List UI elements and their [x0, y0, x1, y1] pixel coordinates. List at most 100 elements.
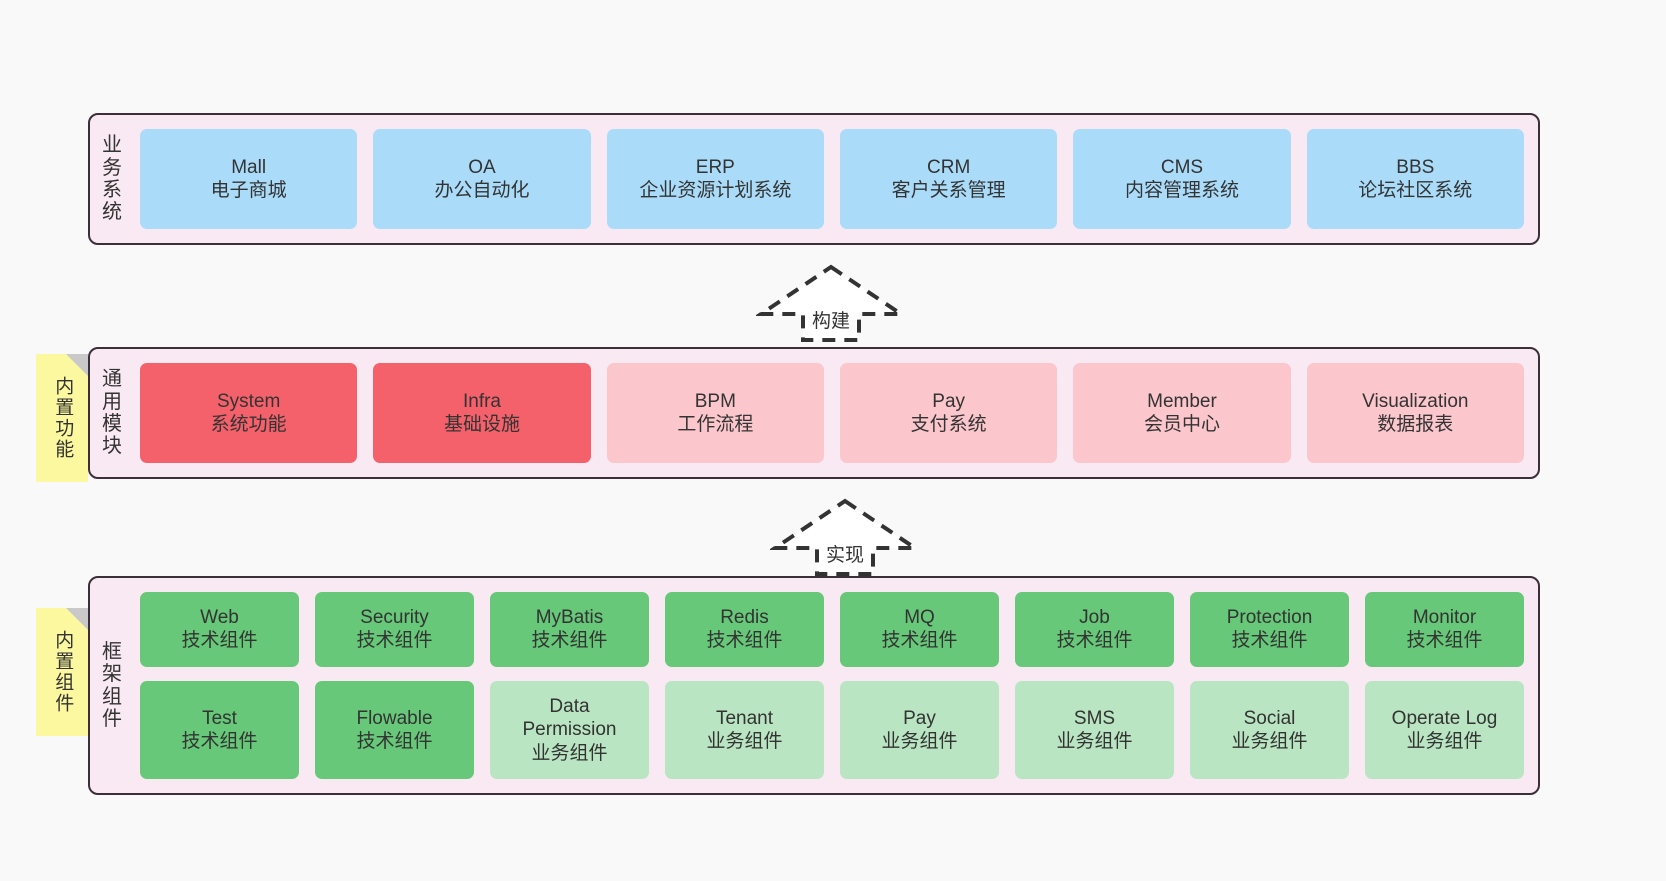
card-bbs[interactable]: BBS 论坛社区系统 — [1306, 129, 1524, 229]
card-test[interactable]: Test 技术组件 — [140, 680, 299, 780]
layer-business-systems: 业务系统 Mall 电子商城 OA 办公自动化 ERP 企业资源计划系统 CRM… — [88, 113, 1540, 245]
card-protection[interactable]: Protection 技术组件 — [1190, 592, 1349, 667]
arrow-build-shape — [756, 264, 906, 342]
card-subtitle: 业务组件 — [1406, 730, 1483, 752]
card-security[interactable]: Security 技术组件 — [315, 592, 474, 667]
card-subtitle: 业务组件 — [531, 742, 608, 764]
card-title: Protection — [1226, 607, 1313, 629]
note-fold-icon — [66, 354, 88, 376]
card-subtitle: 技术组件 — [531, 630, 608, 652]
card-subtitle: 客户关系管理 — [891, 180, 1006, 201]
card-subtitle: 论坛社区系统 — [1358, 180, 1473, 201]
card-web[interactable]: Web 技术组件 — [140, 592, 299, 667]
card-subtitle: 工作流程 — [677, 414, 754, 435]
card-subtitle: 基础设施 — [443, 414, 520, 435]
layer-body-business-systems: Mall 电子商城 OA 办公自动化 ERP 企业资源计划系统 CRM 客户关系… — [134, 115, 1538, 243]
card-title: BPM — [694, 390, 736, 412]
layer-title-char: 块 — [102, 435, 122, 458]
card-subtitle: 电子商城 — [210, 180, 287, 201]
card-subtitle: 技术组件 — [356, 730, 433, 752]
card-subtitle: 技术组件 — [181, 730, 258, 752]
card-mq[interactable]: MQ 技术组件 — [840, 592, 999, 667]
card-mybatis[interactable]: MyBatis 技术组件 — [490, 592, 649, 667]
card-subtitle: 技术组件 — [181, 630, 258, 652]
card-title: Pay — [903, 707, 936, 729]
card-erp[interactable]: ERP 企业资源计划系统 — [606, 129, 824, 229]
card-title: Visualization — [1362, 390, 1469, 412]
layer-title-char: 模 — [102, 413, 122, 435]
card-title: SMS — [1073, 707, 1116, 729]
card-bpm[interactable]: BPM 工作流程 — [606, 363, 824, 463]
card-subtitle: 技术组件 — [706, 630, 783, 652]
card-subtitle: 技术组件 — [356, 630, 433, 652]
card-title: Operate Log — [1391, 707, 1498, 729]
layer-title-char: 框 — [102, 640, 122, 663]
card-pay[interactable]: Pay 支付系统 — [839, 363, 1058, 463]
card-title: Redis — [720, 607, 769, 629]
card-title: Job — [1079, 607, 1110, 629]
card-visualization[interactable]: Visualization 数据报表 — [1306, 363, 1524, 463]
card-tenant[interactable]: Tenant 业务组件 — [665, 680, 824, 780]
card-title: Flowable — [356, 707, 433, 729]
card-title: Member — [1147, 390, 1217, 412]
card-title: BBS — [1396, 156, 1435, 178]
card-row: Mall 电子商城 OA 办公自动化 ERP 企业资源计划系统 CRM 客户关系… — [140, 129, 1524, 229]
card-system[interactable]: System 系统功能 — [140, 363, 358, 463]
card-subtitle: 办公自动化 — [434, 180, 530, 201]
card-redis[interactable]: Redis 技术组件 — [665, 592, 824, 667]
card-title: OA — [468, 156, 496, 178]
arrow-build: 构建 — [756, 262, 906, 344]
arrow-implement: 实现 — [770, 496, 920, 578]
card-social[interactable]: Social 业务组件 — [1190, 680, 1349, 780]
note-fold-icon — [66, 608, 88, 630]
card-subtitle: 技术组件 — [1406, 630, 1483, 652]
card-subtitle: 会员中心 — [1143, 414, 1220, 435]
card-title: Mall — [231, 156, 267, 178]
card-oa[interactable]: OA 办公自动化 — [373, 129, 591, 229]
note-text: 内置功能 — [52, 376, 74, 460]
layer-body-framework-components: Web 技术组件 Security 技术组件 MyBatis 技术组件 Redi… — [134, 578, 1538, 793]
card-subtitle: 数据报表 — [1377, 414, 1454, 435]
layer-title-framework-components: 框架组件 — [90, 578, 134, 793]
layer-title-char: 通 — [102, 368, 122, 391]
card-subtitle: 支付系统 — [910, 414, 987, 435]
card-member[interactable]: Member 会员中心 — [1073, 363, 1291, 463]
arrow-implement-shape — [770, 498, 920, 576]
card-title-cont: Permission — [522, 719, 617, 741]
card-monitor[interactable]: Monitor 技术组件 — [1365, 592, 1524, 667]
card-sms[interactable]: SMS 业务组件 — [1015, 680, 1174, 780]
card-title: Pay — [932, 390, 966, 412]
card-subtitle: 技术组件 — [1056, 630, 1133, 652]
card-cms[interactable]: CMS 内容管理系统 — [1073, 129, 1291, 229]
card-pay-component[interactable]: Pay 业务组件 — [840, 680, 999, 780]
card-title: Data — [549, 696, 590, 718]
layer-title-char: 用 — [102, 390, 122, 413]
card-title: Security — [360, 607, 429, 629]
layer-title-char: 统 — [102, 201, 122, 224]
card-mall[interactable]: Mall 电子商城 — [140, 129, 358, 229]
note-text: 内置组件 — [52, 630, 74, 714]
card-crm[interactable]: CRM 客户关系管理 — [839, 129, 1058, 229]
card-title: Web — [200, 607, 239, 629]
card-subtitle: 技术组件 — [1231, 630, 1308, 652]
card-infra[interactable]: Infra 基础设施 — [373, 363, 591, 463]
card-title: MQ — [904, 607, 935, 629]
card-job[interactable]: Job 技术组件 — [1015, 592, 1174, 667]
card-title: Social — [1243, 707, 1296, 729]
card-title: Monitor — [1412, 607, 1477, 629]
note-builtin-features: 内置功能 — [36, 354, 88, 482]
card-subtitle: 企业资源计划系统 — [639, 180, 792, 201]
card-flowable[interactable]: Flowable 技术组件 — [315, 680, 474, 780]
layer-title-char: 务 — [102, 156, 122, 179]
layer-title-char: 架 — [102, 663, 122, 686]
card-subtitle: 系统功能 — [210, 414, 287, 435]
card-subtitle: 业务组件 — [1056, 730, 1133, 752]
layer-title-common-modules: 通用模块 — [90, 349, 134, 477]
card-row: System 系统功能 Infra 基础设施 BPM 工作流程 Pay 支付系统… — [140, 363, 1524, 463]
layer-framework-components: 框架组件 Web 技术组件 Security 技术组件 MyBatis 技术组件… — [88, 576, 1540, 795]
card-operate-log[interactable]: Operate Log 业务组件 — [1365, 680, 1524, 780]
layer-title-char: 业 — [102, 134, 122, 157]
layer-title-business-systems: 业务系统 — [90, 115, 134, 243]
card-row-business: Test 技术组件 Flowable 技术组件 Data Permission … — [140, 680, 1524, 780]
card-data-permission[interactable]: Data Permission 业务组件 — [490, 680, 649, 780]
